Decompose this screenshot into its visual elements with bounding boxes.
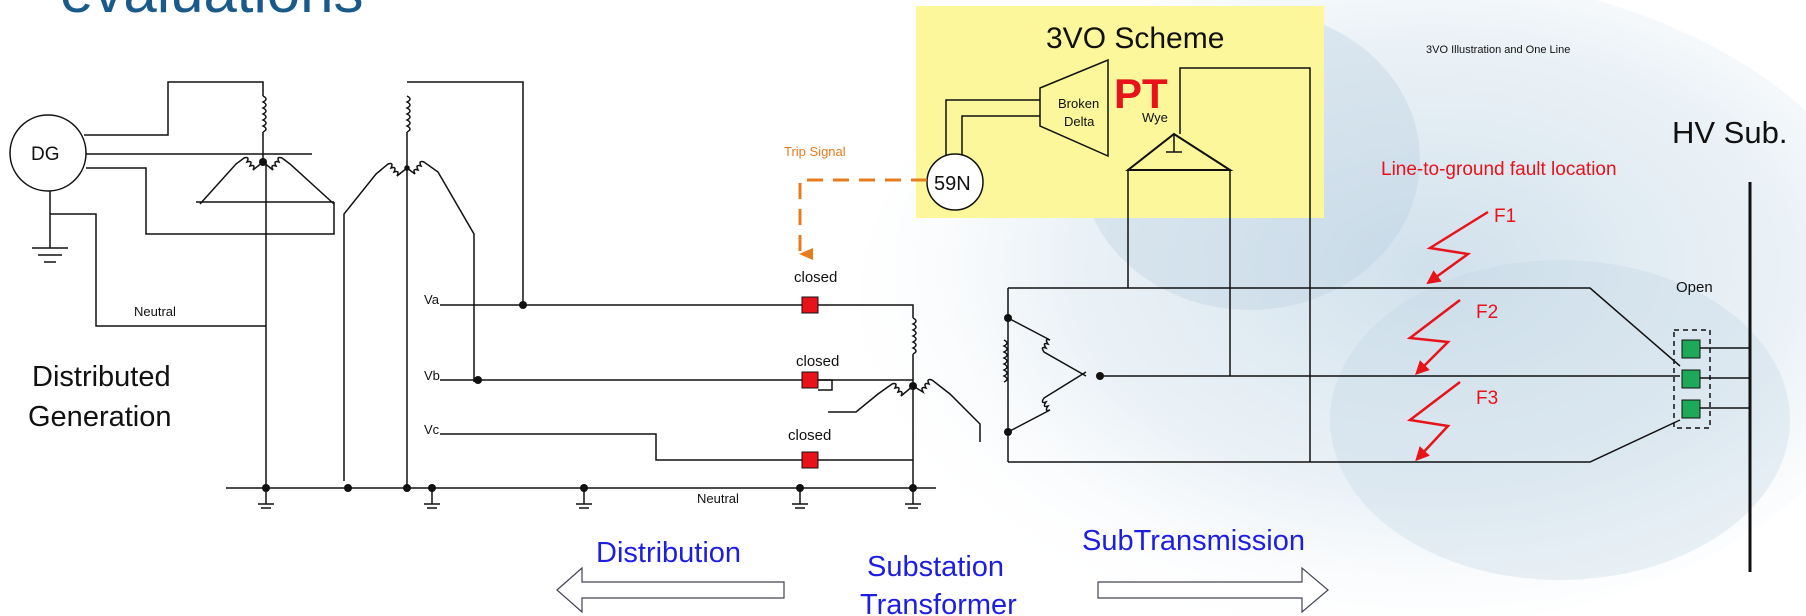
generator-caption-2: Generation [28,401,172,433]
breaker-b-tap [818,379,833,391]
illustration-caption: 3VO Illustration and One Line [1426,44,1570,56]
subtransmission-arrow [1097,566,1329,614]
pt-wye-symbol [1125,132,1234,171]
distribution-arrow [556,566,785,614]
ground-symbols [258,488,921,509]
fault-f1-bolt [1426,210,1489,285]
fault-bolts [1406,210,1489,462]
bus-neutral-label: Neutral [697,491,739,506]
breaker-b-state: closed [796,353,839,370]
distribution-arrow-label: Distribution [596,537,741,569]
breaker-c-closed [801,451,819,469]
subtransmission-arrow-label: SubTransmission [1082,525,1305,557]
fault-f3-bolt [1406,381,1461,462]
substation-label-2: Transformer [860,589,1017,616]
hv-breaker-2-open [1681,369,1701,389]
generator-symbol [9,114,87,192]
hv-sub-label: HV Sub. [1672,115,1788,150]
generator-label: DG [31,144,60,165]
fault-f3-label: F3 [1476,388,1498,409]
fault-f1-label: F1 [1494,206,1516,227]
substation-label-1: Substation [867,551,1004,583]
wye-label: Wye [1142,110,1168,125]
breaker-a-state: closed [794,269,837,286]
direction-arrows [556,566,1329,614]
scheme-title: 3VO Scheme [1046,22,1224,55]
breaker-a-closed [801,296,819,314]
hv-breaker-group [1673,329,1711,429]
generator-neutral-label: Neutral [134,304,176,319]
hv-breaker-state: Open [1676,279,1713,296]
phase-b-label: Vb [424,368,440,383]
breaker-c-state: closed [788,427,831,444]
breaker-b-closed [801,371,819,389]
generator-caption-1: Distributed [32,361,171,393]
slide-title-fragment: evaluations [60,0,364,22]
fault-f2-label: F2 [1476,302,1498,323]
wiring [9,58,1752,572]
phase-c-label: Vc [424,422,440,437]
fault-f2-bolt [1406,299,1461,375]
phase-a-label: Va [424,292,440,307]
fault-heading: Line-to-ground fault location [1381,159,1617,180]
relay-59n-label: 59N [934,173,971,195]
hv-breaker-3-open [1681,399,1701,419]
relay-59n-symbol [926,153,984,211]
scheme-highlight-box [916,6,1324,218]
broken-delta-label-2: Delta [1064,114,1095,129]
broken-delta-label-1: Broken [1058,96,1099,111]
hv-breaker-1-open [1681,339,1701,359]
trip-signal-label: Trip Signal [784,144,846,159]
pt-label: PT [1114,70,1168,117]
